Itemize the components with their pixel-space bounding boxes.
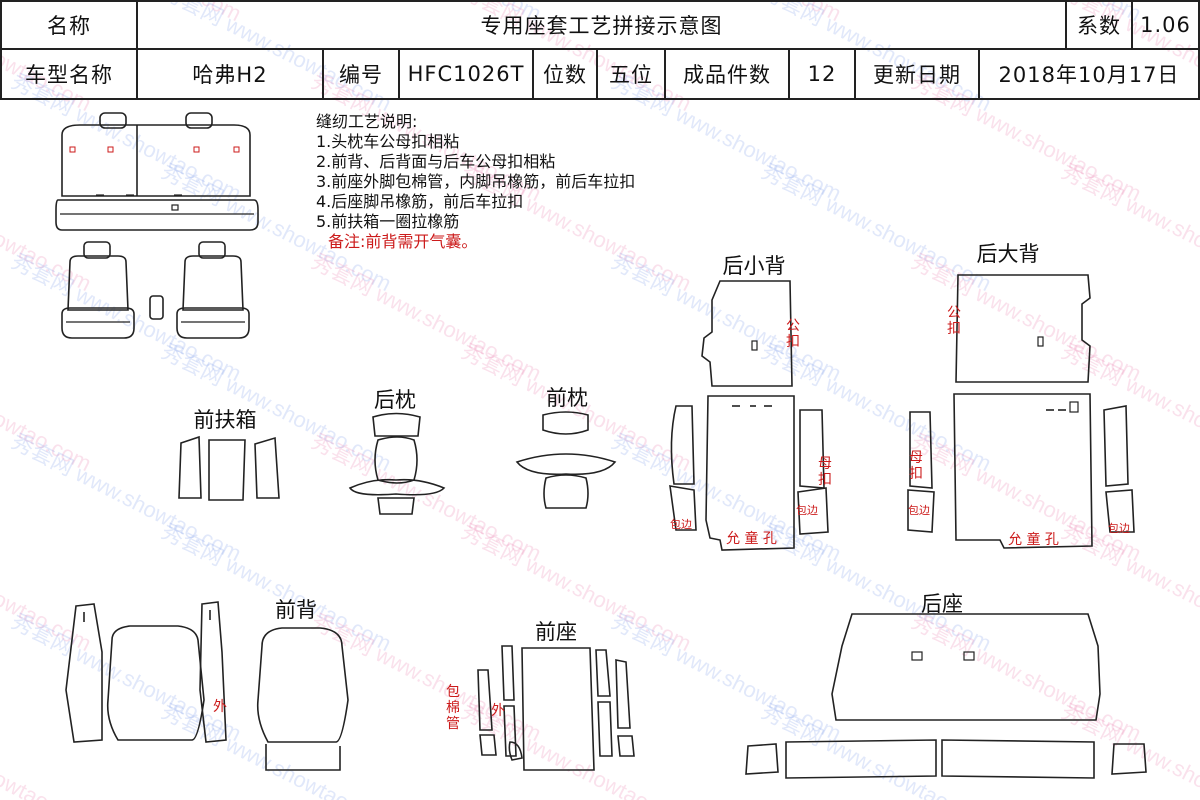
front-back-pieces (65, 601, 349, 771)
model-value: 哈弗H2 (138, 50, 324, 98)
rear-big-back-pieces (907, 274, 1135, 549)
sewing-notes: 缝纫工艺说明: 1.头枕车公母扣相粘 2.前背、后背面与后车公母扣相粘 3.前座… (316, 112, 635, 252)
annotation-outer-seat: 外 (491, 703, 505, 719)
note-item-3: 3.前座外脚包棉管，内脚吊橡筋，前后车拉扣 (316, 172, 636, 191)
code-label: 编号 (324, 50, 400, 98)
annotation-hole-big: 允 童 孔 (1008, 532, 1059, 548)
front-seats-preview (61, 241, 250, 339)
note-item-4: 4.后座脚吊橡筋，前后车拉扣 (316, 192, 524, 211)
annotation-hole-small: 允 童 孔 (726, 531, 777, 547)
annotation-male-big: 公扣 (947, 305, 961, 337)
code-value: HFC1026T (400, 50, 534, 98)
header-row-2: 车型名称 哈弗H2 编号 HFC1026T 位数 五位 成品件数 12 更新日期… (0, 48, 1200, 100)
rear-bench-preview (55, 112, 259, 231)
rear-seat-pieces (745, 613, 1147, 779)
name-label: 名称 (2, 2, 138, 48)
date-label: 更新日期 (856, 50, 980, 98)
seats-value: 五位 (598, 50, 666, 98)
rear-pillow-pieces (348, 412, 446, 515)
label-front-seat: 前座 (535, 620, 577, 644)
annotation-female-big: 母扣 (909, 450, 923, 482)
note-item-5: 5.前扶箱一圈拉橡筋 (316, 212, 460, 231)
rear-small-back-pieces (669, 280, 829, 551)
front-seat-pieces (477, 645, 635, 771)
note-item-2: 2.前背、后背面与后车公母扣相粘 (316, 152, 556, 171)
date-value: 2018年10月17日 (998, 63, 1180, 87)
label-front-armrest: 前扶箱 (193, 408, 257, 432)
annotation-edge-1: 包边 (670, 518, 692, 531)
model-label: 车型名称 (2, 50, 138, 98)
coef-value: 1.06 (1140, 13, 1191, 37)
coef-label: 系数 (1067, 2, 1133, 48)
label-rear-small-back: 后小背 (722, 254, 786, 278)
note-item-1: 1.头枕车公母扣相粘 (316, 132, 460, 151)
seats-label: 位数 (534, 50, 598, 98)
annotation-female-small: 母扣 (818, 456, 832, 488)
label-front-pillow: 前枕 (546, 386, 588, 410)
annotation-edge-2: 包边 (796, 504, 818, 517)
annotation-cotton-tube: 包棉管 (446, 684, 460, 732)
annotation-outer-back: 外 (213, 699, 227, 715)
label-front-back: 前背 (275, 598, 317, 622)
notes-remark: 备注:前背需开气囊。 (328, 232, 478, 251)
annotation-male-small: 公扣 (786, 318, 800, 350)
sheet-title: 专用座套工艺拼接示意图 (138, 2, 1067, 48)
pieces-label: 成品件数 (666, 50, 790, 98)
label-rear-big-back: 后大背 (976, 242, 1040, 266)
annotation-edge-4: 包边 (1108, 522, 1130, 535)
annotation-edge-3: 包边 (908, 504, 930, 517)
label-rear-pillow: 后枕 (374, 388, 416, 412)
front-armrest-pieces (178, 435, 280, 501)
label-rear-seat: 后座 (921, 592, 963, 616)
pieces-value: 12 (790, 50, 856, 98)
front-pillow-pieces (515, 411, 617, 509)
notes-heading: 缝纫工艺说明: (316, 112, 418, 131)
